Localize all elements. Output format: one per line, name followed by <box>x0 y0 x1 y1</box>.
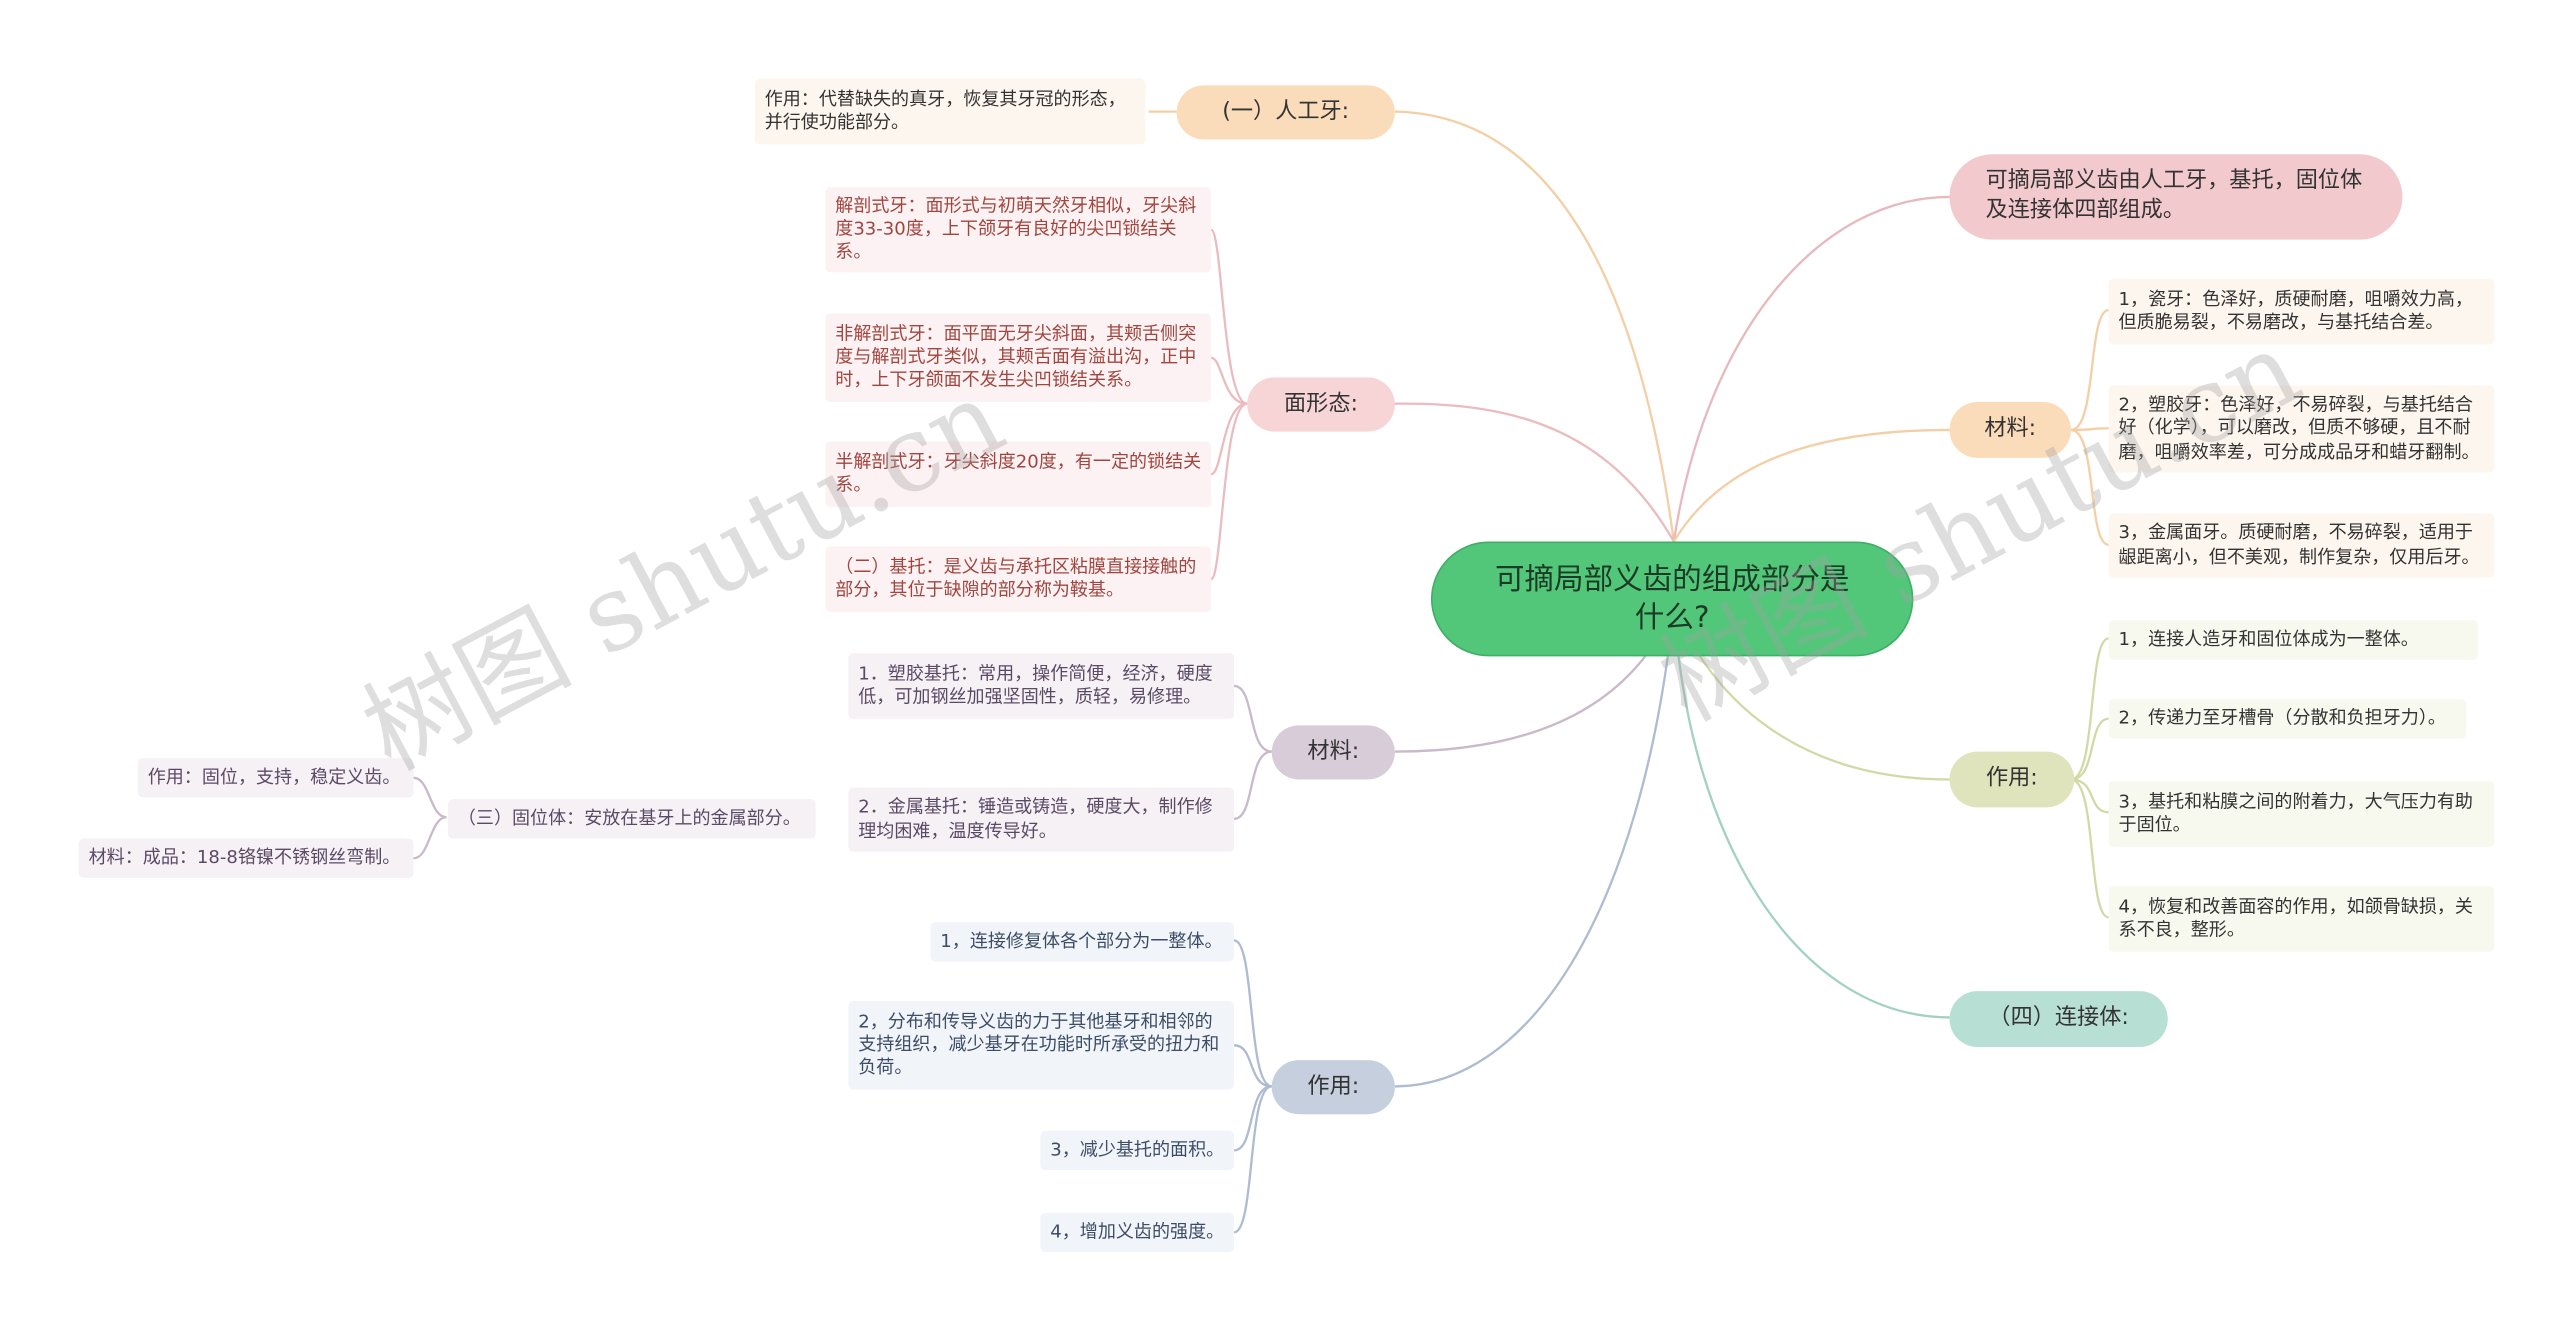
artificial-tooth-node[interactable]: (一）人工牙: <box>1176 85 1395 140</box>
base-function-node[interactable]: 作用: <box>1271 1060 1395 1115</box>
link-root-surface <box>1394 402 1675 543</box>
surface-form-item-4: （二）基托：是义齿与承托区粘膜直接接触的部分，其位于缺隙的部分称为鞍基。 <box>825 546 1212 613</box>
link-root-summary <box>1672 195 1950 542</box>
surface-form-item-2: 非解剖式牙：面平面无牙尖斜面，其颊舌侧突度与解剖式牙类似，其颊舌面有溢出沟，正中… <box>825 313 1212 403</box>
base-function-item-1: 1，连接修复体各个部分为一整体。 <box>930 922 1235 962</box>
tooth-material-node[interactable]: 材料: <box>1949 402 2071 458</box>
tooth-function-item-3: 3，基托和粘膜之间的附着力，大气压力有助于固位。 <box>2108 781 2495 847</box>
link-root-connector <box>1672 607 1950 1019</box>
tooth-function-item-2: 2，传递力至牙槽骨（分散和负担牙力）。 <box>2108 699 2467 739</box>
root-topic[interactable]: 可摘局部义齿的组成部分是什么? <box>1430 541 1914 657</box>
surface-form-item-1: 解剖式牙：面形式与初萌天然牙相似，牙尖斜度33-30度，上下颌牙有良好的尖凹锁结… <box>825 187 1212 273</box>
base-function-item-4: 4，增加义齿的强度。 <box>1040 1212 1235 1253</box>
tooth-function-node[interactable]: 作用: <box>1949 751 2075 808</box>
base-material-item-2: 2．金属基托：锤造或铸造，硬度大，制作修理均困难，温度传导好。 <box>848 787 1235 852</box>
surface-form-node[interactable]: 面形态: <box>1247 377 1395 432</box>
tooth-material-item-2: 2，塑胶牙：色泽好，不易碎裂，与基托结合好（化学），可以磨改，但质不够硬，且不耐… <box>2108 385 2495 473</box>
retainer-item-1: 作用：固位，支持，稳定义齿。 <box>137 758 414 798</box>
tooth-function-item-1: 1，连接人造牙和固位体成为一整体。 <box>2108 620 2478 660</box>
connector-node[interactable]: （四）连接体: <box>1949 991 2168 1047</box>
surface-form-item-3: 半解剖式牙：牙尖斜度20度，有一定的锁结关系。 <box>825 441 1212 508</box>
link-root-artificial <box>1394 110 1675 542</box>
base-material-item-1: 1．塑胶基托：常用，操作简便，经济，硬度低，可加钢丝加强坚固性，质轻，易修理。 <box>848 653 1235 719</box>
retainer-item-2: 材料：成品：18-8铬镍不锈钢丝弯制。 <box>78 838 414 878</box>
base-function-item-2: 2，分布和传导义齿的力于其他基牙和相邻的支持组织，减少基牙在功能时所承受的扭力和… <box>848 1001 1235 1090</box>
summary-node[interactable]: 可摘局部义齿由人工牙，基托，固位体及连接体四部组成。 <box>1949 154 2403 240</box>
link-root-basefunc <box>1394 607 1675 1088</box>
retainer-node[interactable]: （三）固位体：安放在基牙上的金属部分。 <box>447 799 816 839</box>
tooth-material-item-3: 3，金属面牙。质硬耐磨，不易碎裂，适用于龈距离小，但不美观，制作复杂，仅用后牙。 <box>2108 513 2495 578</box>
base-function-item-3: 3，减少基托的面积。 <box>1040 1130 1235 1171</box>
link-root-toothmat <box>1672 428 1950 543</box>
base-material-node[interactable]: 材料: <box>1271 725 1395 780</box>
tooth-material-item-1: 1，瓷牙：色泽好，质硬耐磨，咀嚼效力高，但质脆易裂，不易磨改，与基托结合差。 <box>2108 278 2495 345</box>
artificial-tooth-desc: 作用：代替缺失的真牙，恢复其牙冠的形态，并行使功能部分。 <box>754 78 1146 145</box>
tooth-function-item-4: 4，恢复和改善面容的作用，如颌骨缺损，关系不良，整形。 <box>2108 886 2495 952</box>
